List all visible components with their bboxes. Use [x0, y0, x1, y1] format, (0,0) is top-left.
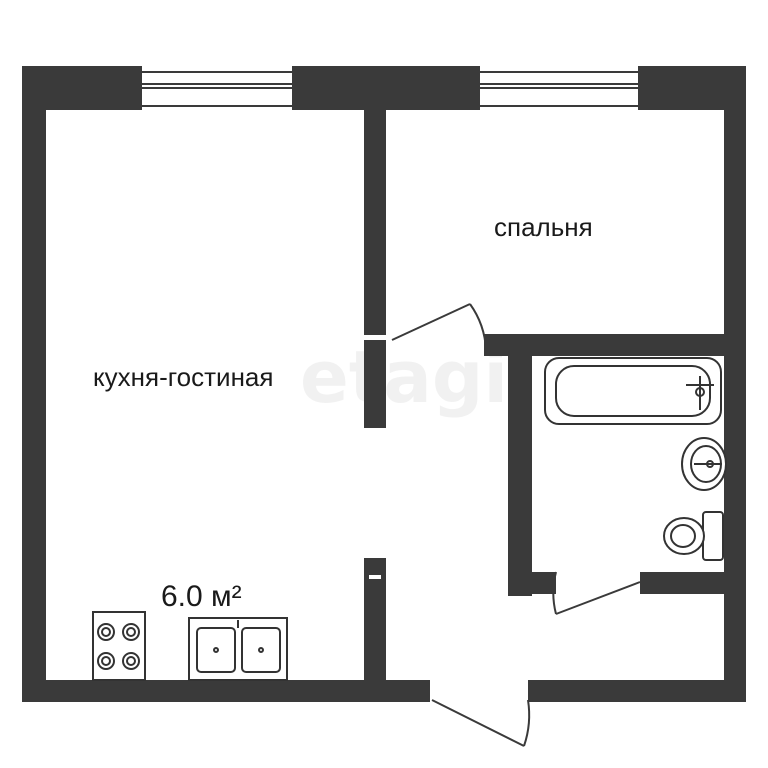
wall-bathroom-bottom-left	[508, 572, 556, 594]
toilet-icon	[663, 511, 724, 561]
wall-bathroom-left	[508, 334, 532, 596]
wall-interior-vertical-upper	[364, 110, 386, 335]
bathtub-icon	[544, 357, 722, 425]
area-label: 6.0 м²	[161, 580, 242, 613]
wall-right	[724, 66, 746, 702]
wall-bottom-left	[22, 680, 430, 702]
walls	[22, 66, 746, 702]
wall-interior-vertical-lower	[364, 558, 386, 688]
wall-interior-vertical-middle	[364, 340, 386, 428]
wall-bottom-right	[528, 680, 746, 702]
kitchen-sink-icon	[188, 617, 288, 681]
stove-icon	[92, 611, 146, 681]
wall-bedroom-bottom	[484, 334, 746, 356]
room-label-living: кухня-гостиная	[93, 362, 273, 392]
room-label-bedroom: спальня	[494, 212, 593, 242]
washbasin-icon	[681, 437, 727, 491]
window-living-room	[142, 71, 292, 107]
door-bedroom	[391, 303, 487, 351]
watermark-brand: etagi	[300, 335, 508, 419]
wall-left	[22, 66, 46, 702]
wall-top-middle	[292, 66, 480, 110]
window-bedroom	[480, 71, 638, 107]
door-entrance	[431, 699, 531, 747]
door-bathroom	[552, 571, 641, 615]
wall-bathroom-bottom-right	[640, 572, 746, 594]
